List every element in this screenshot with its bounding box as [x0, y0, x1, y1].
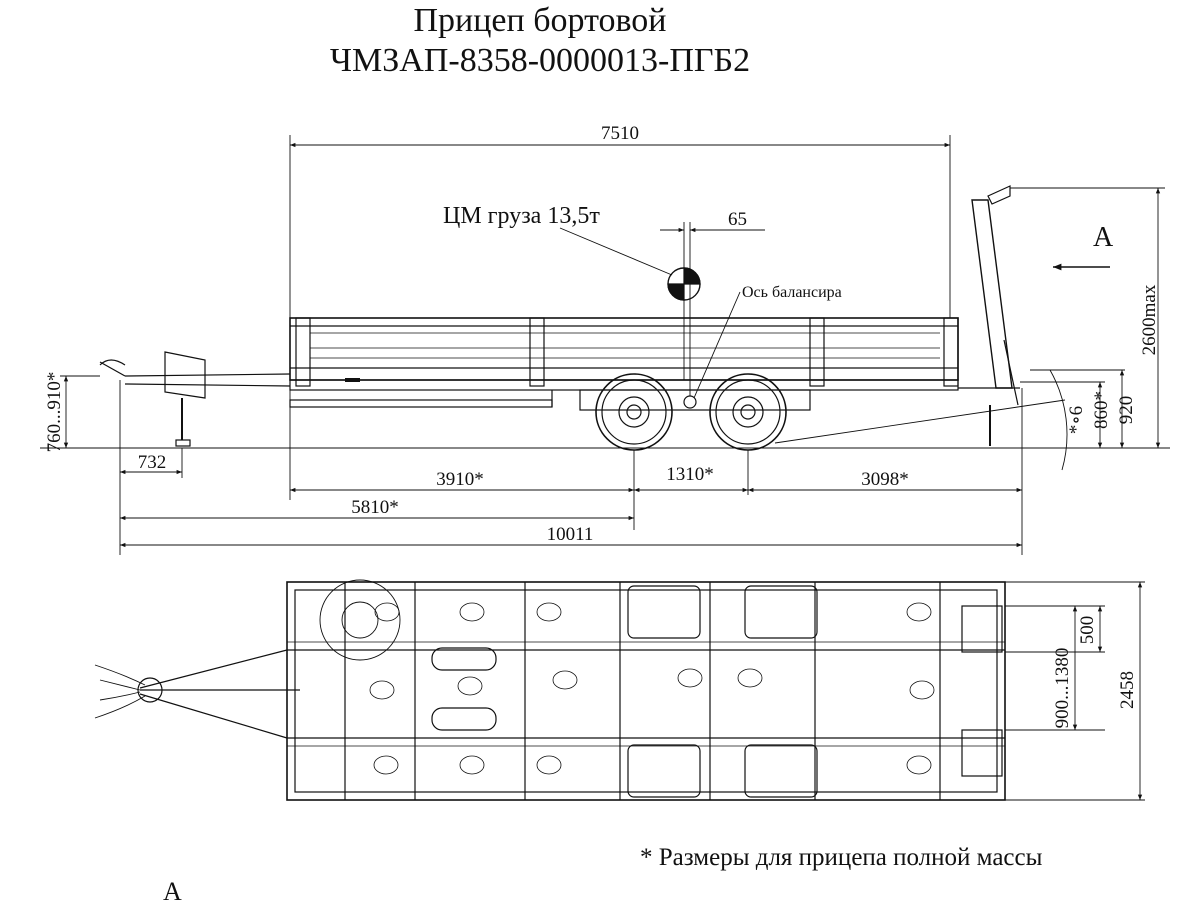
dim-732: 732 — [138, 452, 167, 473]
cog-label: ЦМ груза 13,5т — [443, 203, 600, 229]
dim-1310: 1310* — [666, 464, 714, 485]
dim-10011: 10011 — [547, 524, 594, 545]
drawbar — [99, 351, 291, 447]
dim-900-1380: 900...1380 — [1052, 648, 1073, 729]
cog-marker — [559, 222, 765, 399]
dim-angle: *∘6 — [1066, 406, 1087, 434]
rear-ramp — [958, 185, 1020, 446]
platform-body — [289, 317, 959, 411]
dim-65: 65 — [728, 209, 747, 230]
dim-2600max: 2600max — [1139, 284, 1160, 355]
side-view — [40, 135, 1170, 555]
top-dimensions — [1005, 581, 1145, 801]
side-dimensions — [60, 135, 1165, 555]
title-line-1: Прицеп бортовой — [413, 2, 667, 39]
dim-920: 920 — [1116, 396, 1137, 425]
dim-hitch-height: 760...910* — [44, 372, 65, 453]
top-view — [94, 579, 1145, 801]
dim-2458: 2458 — [1117, 671, 1138, 709]
dim-3910: 3910* — [436, 469, 484, 490]
wheel-rear — [709, 373, 787, 451]
dim-5810: 5810* — [351, 497, 399, 518]
dim-7510: 7510 — [601, 123, 639, 144]
dim-3098: 3098* — [861, 469, 909, 490]
wheel-front — [595, 373, 673, 451]
dim-500: 500 — [1077, 616, 1098, 645]
footnote: * Размеры для прицепа полной массы — [640, 844, 1043, 871]
title-line-2: ЧМЗАП-8358-0000013-ПГБ2 — [329, 42, 751, 79]
balancer-axis-label: Ось балансира — [742, 284, 842, 301]
bottom-view-label: A — [163, 877, 182, 900]
dim-860: 860* — [1091, 391, 1112, 429]
view-a-label: A — [1093, 222, 1114, 253]
